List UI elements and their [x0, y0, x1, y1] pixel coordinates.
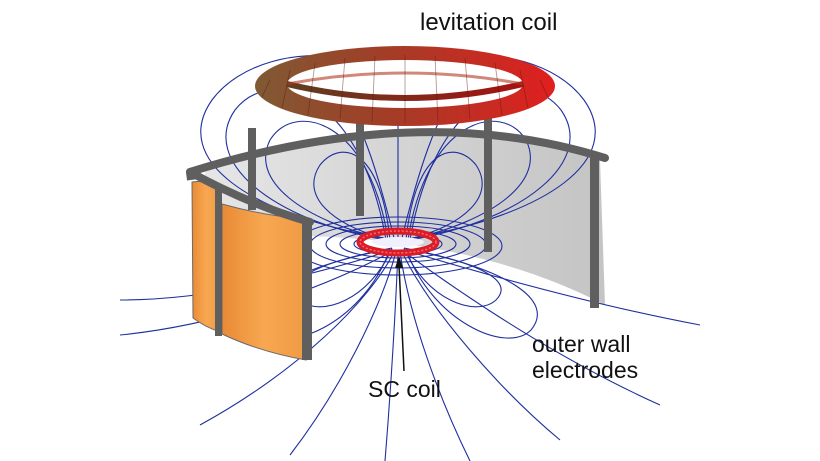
- sc-coil-pointer: [395, 256, 405, 372]
- post-left-back: [248, 128, 256, 210]
- sc-coil-label: SC coil: [368, 376, 441, 402]
- outer-wall-label-line2: electrodes: [532, 357, 639, 383]
- post-front-left: [215, 186, 222, 336]
- levitation-coil-label: levitation coil: [420, 9, 558, 36]
- post-center-left: [356, 106, 364, 216]
- post-right: [590, 158, 599, 308]
- outer-wall-label-line1: outer wall: [532, 331, 631, 357]
- post-front-right: [302, 220, 312, 360]
- levitation-coil: [255, 46, 555, 126]
- outer-wall-electrodes-label: outer wall electrodes: [532, 331, 638, 383]
- electrode-right: [221, 203, 307, 361]
- vacuum-wall-interior: [205, 130, 605, 358]
- sc-coil: [356, 227, 440, 257]
- support-posts: [215, 106, 599, 360]
- post-center-right: [484, 116, 492, 252]
- wall-rim-left-edge: [186, 171, 195, 181]
